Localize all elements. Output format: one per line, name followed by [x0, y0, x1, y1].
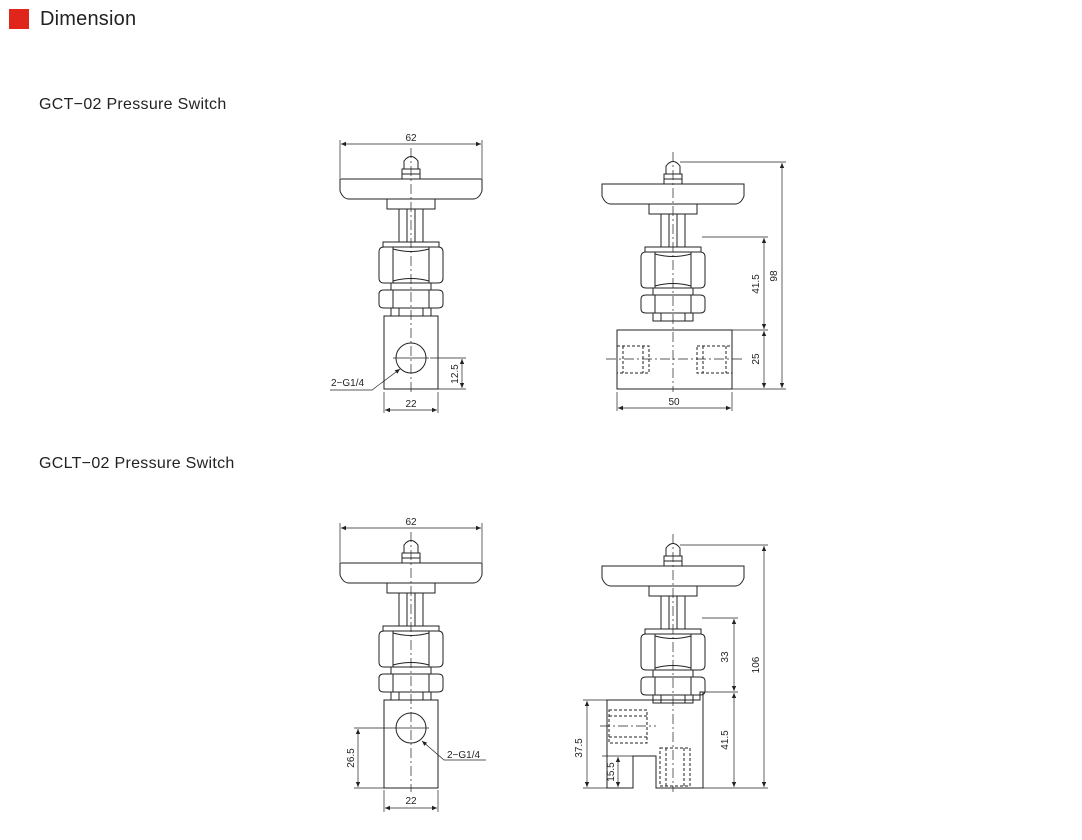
gct-port-label: 2−G1/4 — [331, 378, 365, 389]
gct-dim-body-width: 50 — [668, 397, 680, 408]
gclt-dim-width-top: 62 — [405, 517, 417, 528]
gct-dim-width-top: 62 — [405, 133, 417, 144]
gclt-side-view: 33 106 41.5 37.5 15.5 — [574, 534, 768, 792]
gct-dim-body-width: 22 — [405, 399, 417, 410]
red-square-icon — [9, 9, 29, 29]
gct-dim-h-body: 25 — [751, 353, 762, 365]
gct-side-view: 41.5 98 25 50 — [601, 152, 786, 411]
gclt-dim-h-lower: 41.5 — [720, 730, 731, 750]
gct-dim-h-upper: 41.5 — [751, 274, 762, 294]
gclt-dim-h-left: 37.5 — [574, 738, 585, 758]
gclt-dim-port-height: 26.5 — [346, 748, 357, 768]
gclt-title: GCLT−02 Pressure Switch — [39, 455, 235, 472]
gclt-dim-body-width: 22 — [405, 796, 417, 807]
gct-title: GCT−02 Pressure Switch — [39, 96, 227, 113]
gclt-front-view: 62 22 2−G1/4 26.5 — [339, 517, 486, 812]
gct-dim-port-height: 12.5 — [450, 364, 461, 384]
gct-front-view: 62 22 2−G1/4 12.5 — [330, 133, 483, 413]
gclt-dim-h-upper: 33 — [720, 651, 731, 663]
page-title: Dimension — [40, 7, 137, 30]
gclt-dim-h-total: 106 — [751, 656, 762, 673]
gclt-dim-h-port: 15.5 — [606, 762, 617, 782]
section-header: Dimension — [9, 8, 136, 30]
gct-dim-h-total: 98 — [769, 270, 780, 282]
gclt-port-label: 2−G1/4 — [447, 750, 481, 761]
